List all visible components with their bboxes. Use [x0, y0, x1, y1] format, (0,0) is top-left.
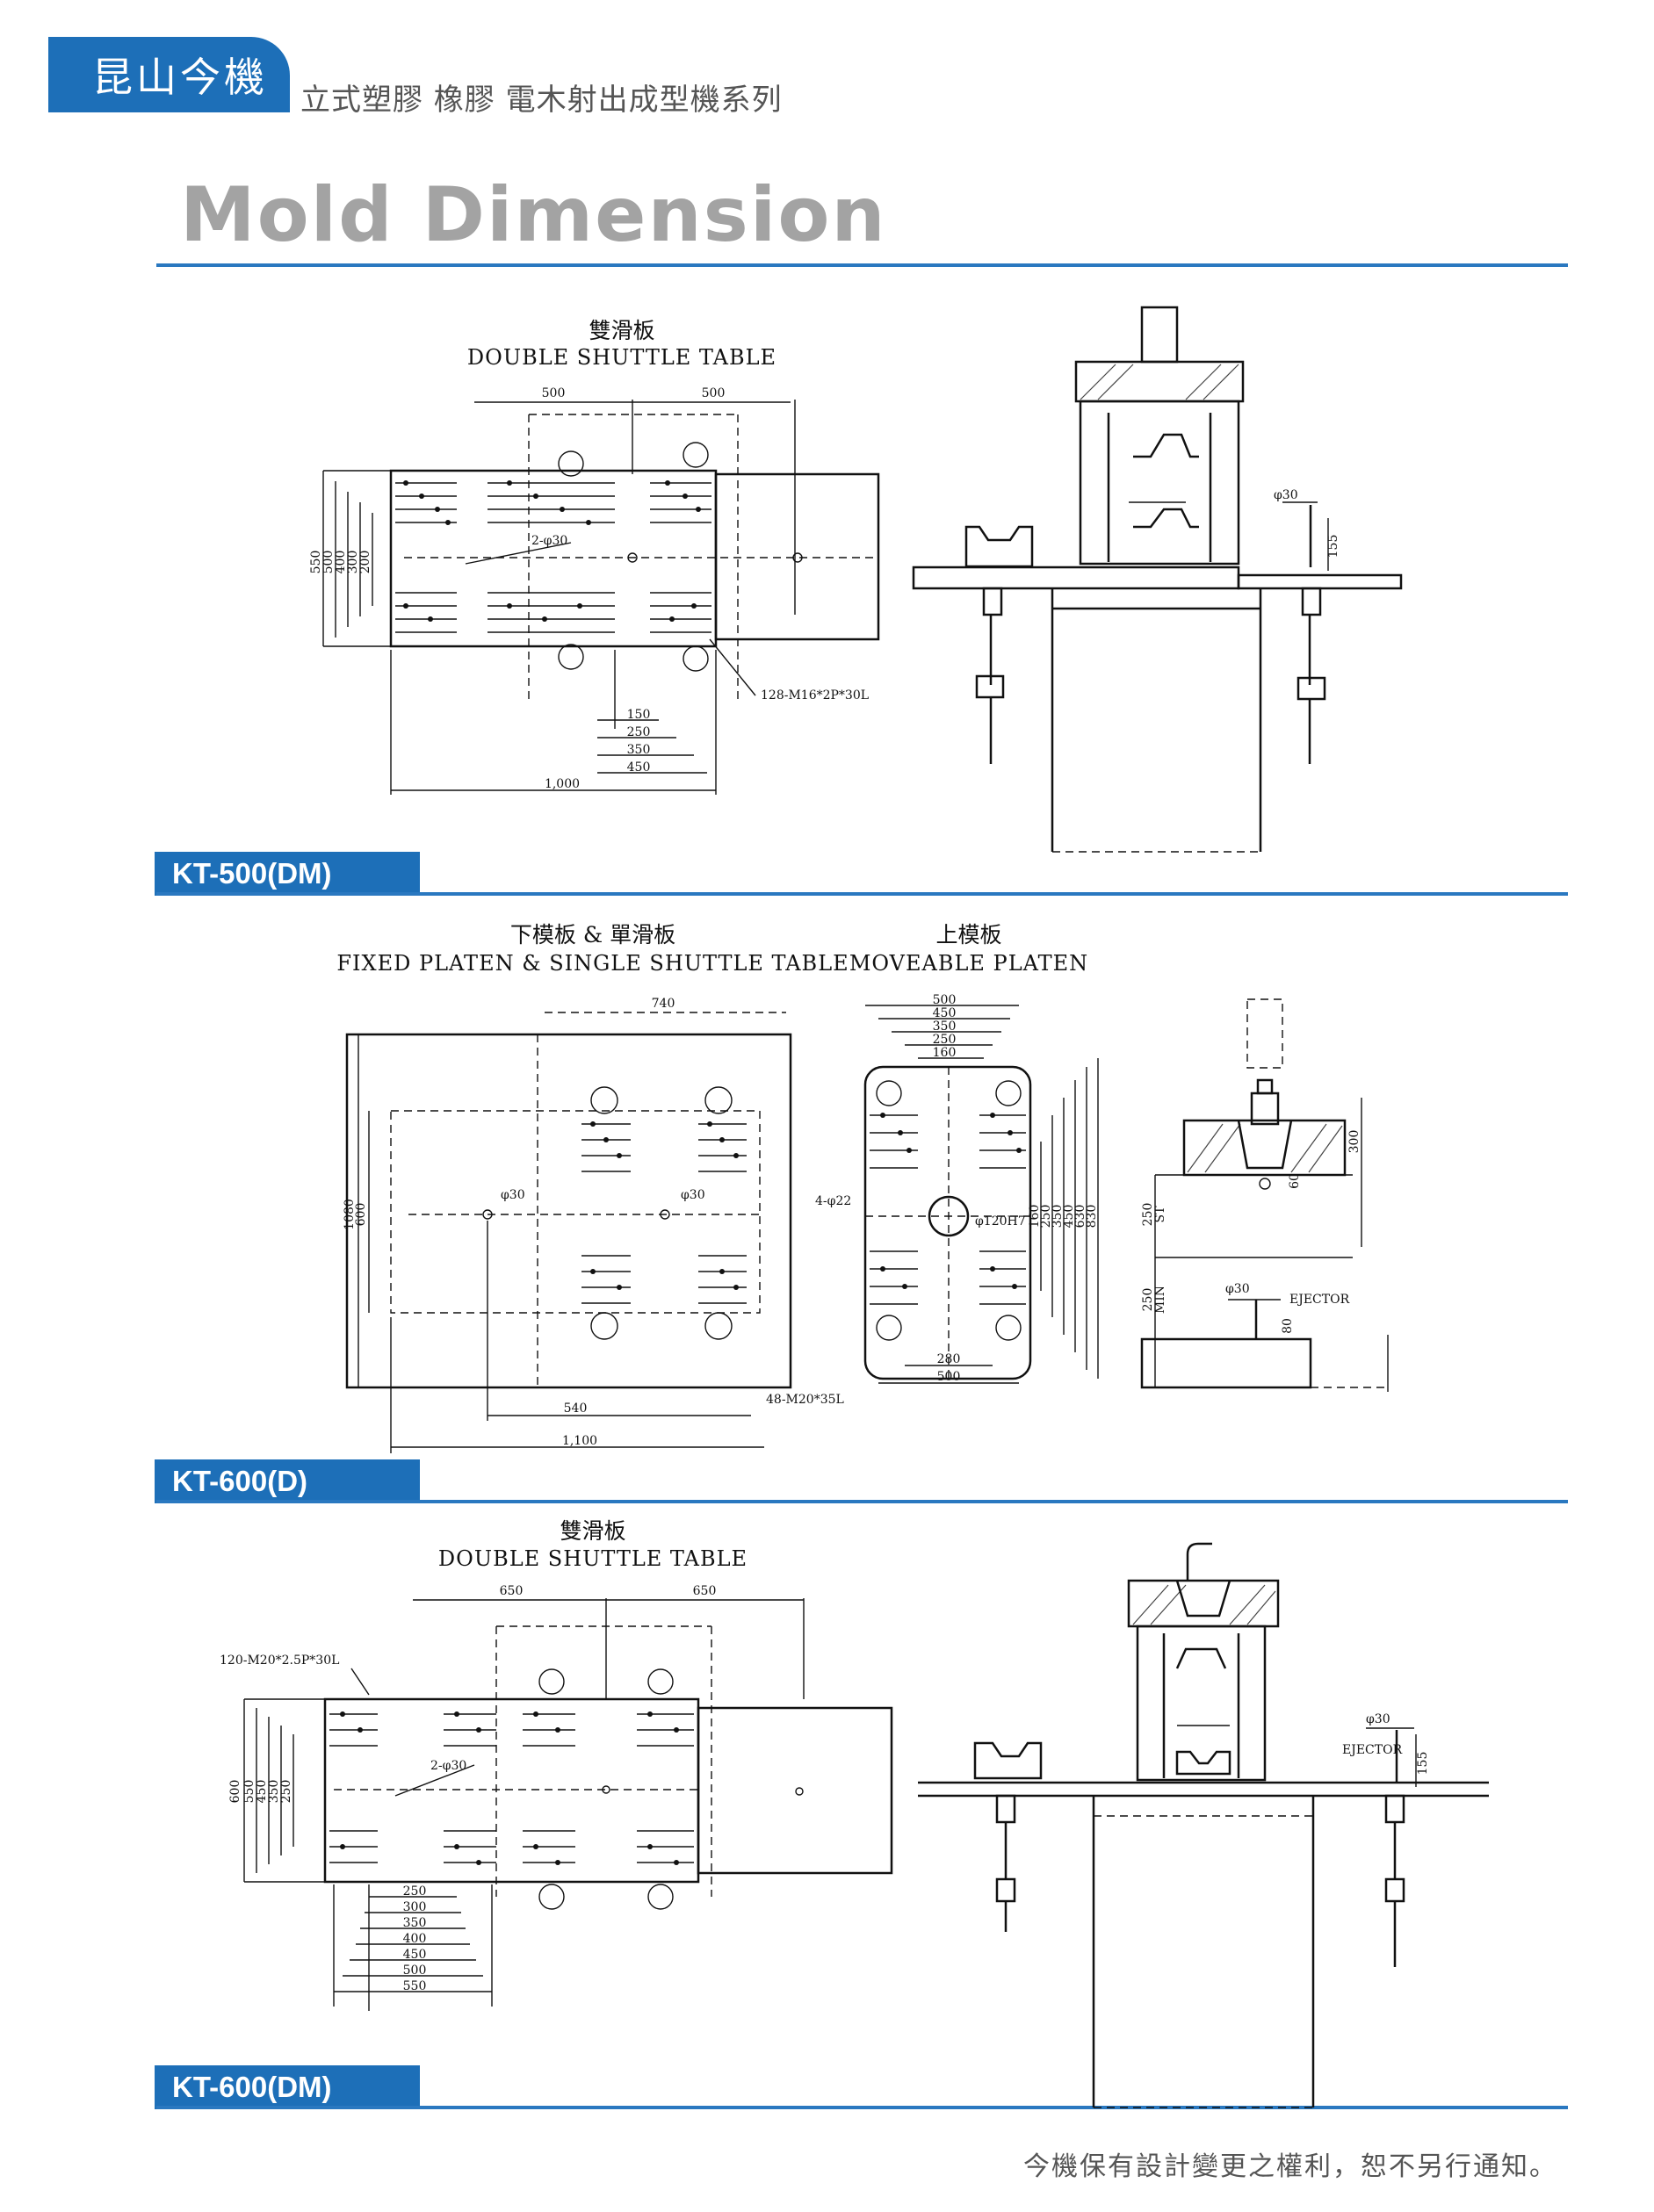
s2-m-v1: 160: [1028, 1205, 1042, 1228]
s3-v4: 350: [267, 1780, 281, 1804]
s2-m-top3: 350: [933, 1020, 957, 1034]
page-title: Mold Dimension: [180, 171, 887, 259]
s1-b3: 350: [627, 743, 651, 757]
s2-m-center: φ120H7: [975, 1214, 1026, 1228]
s3-b1: 250: [403, 1884, 427, 1899]
s1-title-en: DOUBLE SHUTTLE TABLE: [467, 345, 776, 370]
series-title: 立式塑膠 橡膠 電木射出成型機系列: [300, 83, 783, 118]
s2-m-b1: 280: [937, 1352, 961, 1366]
s3-b4: 400: [403, 1932, 427, 1946]
s3-b2: 300: [403, 1900, 427, 1914]
s1-b4: 450: [627, 760, 651, 775]
title-rule: [156, 263, 1568, 267]
kt600d-moveable-platen-drawing: 上模板 MOVEABLE PLATEN 500 450 350 250 160 …: [815, 922, 1099, 1384]
kt600dm-table-drawing: 雙滑板 DOUBLE SHUTTLE TABLE 650 650 2-φ30 1…: [220, 1518, 893, 2011]
s3-thread: 120-M20*2.5P*30L: [220, 1654, 339, 1668]
model-tab-kt500dm: [155, 852, 420, 896]
s1-ejector-h: 155: [1326, 535, 1340, 558]
s1-v5: 200: [358, 551, 372, 574]
s2-width: 1,100: [562, 1434, 597, 1448]
s2-m-top4: 250: [933, 1033, 957, 1047]
s2-m-v6: 830: [1085, 1205, 1099, 1228]
s1-b2: 250: [627, 725, 651, 739]
s2-thread: 48-M20*35L: [766, 1393, 844, 1407]
s3-holes: 2-φ30: [430, 1759, 466, 1773]
section-rule-3: [156, 2106, 1568, 2109]
s3-ej-label: EJECTOR: [1342, 1743, 1403, 1757]
kt500dm-side-view: φ30 155: [912, 306, 1403, 853]
model-label-kt600d: KT-600(D): [172, 1465, 308, 1497]
s1-holes: 2-φ30: [531, 534, 567, 548]
s2-m-top5: 160: [933, 1046, 957, 1060]
s2-ej-label: EJECTOR: [1289, 1293, 1350, 1307]
s3-v-outer: 600: [228, 1780, 242, 1804]
s3-b3: 350: [403, 1916, 427, 1930]
s2-m-top1: 500: [933, 993, 957, 1007]
s2-h300: 300: [1347, 1130, 1361, 1154]
s3-b6: 500: [403, 1963, 427, 1978]
s3-v5: 250: [279, 1780, 293, 1804]
s1-title-cn: 雙滑板: [589, 318, 654, 343]
s2-v-inner: 600: [354, 1203, 368, 1227]
model-tab-kt600d: [155, 1459, 420, 1503]
s3-v3: 450: [255, 1780, 269, 1804]
s1-width: 1,000: [545, 777, 580, 791]
s3-top-right: 650: [693, 1584, 717, 1598]
s1-dim-top-right: 500: [702, 386, 726, 400]
kt600dm-side-view: φ30 EJECTOR 155: [918, 1542, 1489, 2108]
s1-v2: 500: [321, 551, 336, 574]
kt500dm-table-drawing: 雙滑板 DOUBLE SHUTTLE TABLE 500 500 2-φ30: [309, 318, 880, 795]
s2-m-holes: 4-φ22: [815, 1194, 851, 1208]
s2-right-title-en: MOVEABLE PLATEN: [849, 951, 1088, 976]
s2-ej-h: 80: [1281, 1318, 1295, 1334]
s2-b1: 540: [564, 1401, 588, 1416]
s2-left-title-cn: 下模板 & 單滑板: [510, 922, 675, 947]
brand-tab: [48, 37, 290, 112]
model-label-kt600dm: KT-600(DM): [172, 2071, 332, 2103]
kt600d-fixed-platen-drawing: 下模板 & 單滑板 FIXED PLATEN & SINGLE SHUTTLE …: [336, 922, 849, 1453]
s2-m-v5: 630: [1073, 1205, 1087, 1228]
s3-b7: 550: [403, 1979, 427, 1993]
s2-right-title-cn: 上模板: [935, 922, 1001, 947]
s1-v3: 400: [334, 551, 348, 574]
s2-min-label: 250: [1141, 1288, 1155, 1312]
section-rule-2: [156, 1500, 1568, 1503]
s2-m-v2: 250: [1039, 1205, 1053, 1228]
model-tab-kt600dm: [155, 2065, 420, 2109]
s3-title-cn: 雙滑板: [560, 1518, 625, 1544]
s2-hole-a: φ30: [501, 1188, 525, 1202]
s2-top: 740: [652, 997, 675, 1011]
s2-m-v4: 450: [1062, 1205, 1076, 1228]
s1-dim-top-left: 500: [542, 386, 566, 400]
footer-note: 今機保有設計變更之權利，恕不另行通知。: [1023, 2151, 1557, 2182]
s3-top-left: 650: [500, 1584, 524, 1598]
s2-h60: 60: [1288, 1173, 1302, 1189]
s3-b5: 450: [403, 1948, 427, 1962]
s1-ejector-dia: φ30: [1274, 488, 1298, 502]
s2-m-b2: 500: [937, 1370, 961, 1384]
s2-st-label: 250: [1141, 1203, 1155, 1227]
s2-ej-dia: φ30: [1225, 1282, 1250, 1296]
s3-title-en: DOUBLE SHUTTLE TABLE: [438, 1546, 748, 1571]
s2-min: MIN: [1153, 1286, 1167, 1314]
s1-v-outer: 550: [309, 551, 323, 574]
s1-b1: 150: [627, 708, 651, 722]
s2-st: ST: [1153, 1206, 1167, 1223]
s1-thread: 128-M16*2P*30L: [761, 688, 869, 703]
s3-ej-h: 155: [1416, 1752, 1430, 1776]
s2-v-outer: 1080: [343, 1199, 357, 1230]
model-label-kt500dm: KT-500(DM): [172, 857, 332, 890]
s1-v4: 300: [346, 551, 360, 574]
brand-name: 昆山今機: [92, 54, 268, 101]
s2-m-v3: 350: [1051, 1205, 1065, 1228]
s2-m-top2: 450: [933, 1006, 957, 1020]
s2-hole-b: φ30: [681, 1188, 705, 1202]
s3-v2: 550: [242, 1780, 256, 1804]
s3-ej-dia: φ30: [1366, 1712, 1390, 1726]
s2-left-title-en: FIXED PLATEN & SINGLE SHUTTLE TABLE: [336, 951, 849, 976]
section-rule-1: [156, 892, 1568, 896]
kt600d-side-view: 300 60 250 ST 250 MIN φ30 EJECTOR 80: [1140, 998, 1389, 1392]
